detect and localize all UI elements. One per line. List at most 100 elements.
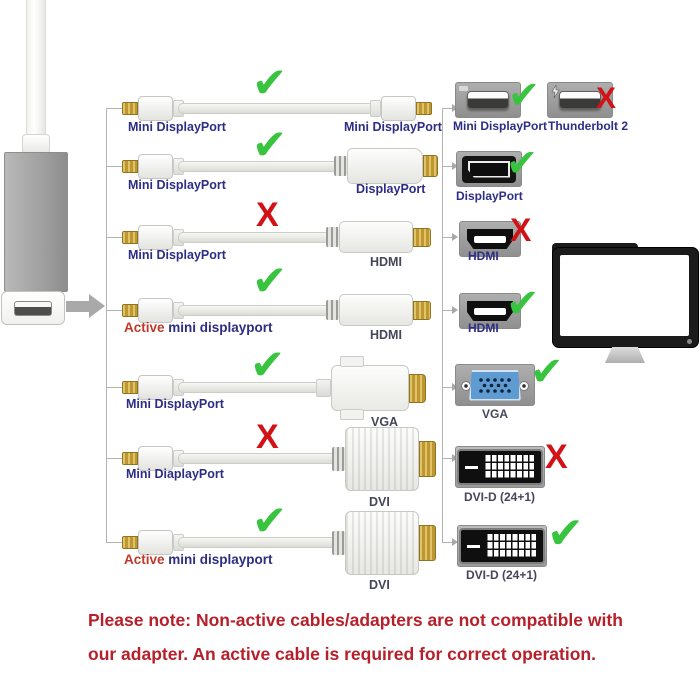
arrow-icon xyxy=(89,294,105,318)
bracket-stub xyxy=(106,310,122,311)
gold-contact xyxy=(423,155,438,177)
port-label: HDMI xyxy=(468,321,499,335)
plug-shell xyxy=(138,530,173,555)
mini-displayport-plug xyxy=(370,96,432,121)
gold-contact xyxy=(122,304,138,317)
port-label: HDMI xyxy=(468,249,499,263)
port-slot xyxy=(474,307,506,315)
cable xyxy=(178,537,336,548)
cable xyxy=(178,382,320,393)
strain-relief xyxy=(332,447,345,471)
hdmi-plug xyxy=(326,294,431,326)
mini-displayport-slot-icon xyxy=(14,300,52,316)
check-icon: ✔ xyxy=(252,256,288,305)
label-text: Mini DisplayPort xyxy=(126,397,224,411)
check-icon: ✔ xyxy=(508,73,540,117)
screw-icon xyxy=(519,381,529,391)
port-label: Mini DisplayPort xyxy=(453,119,548,133)
port-housing xyxy=(467,229,513,249)
label-text: Mini DisplayPort xyxy=(128,248,226,262)
arrow-icon xyxy=(452,162,458,170)
label-text: mini displayport xyxy=(164,320,273,335)
gold-contact xyxy=(122,231,138,244)
port-slot xyxy=(468,160,510,178)
plug-shell xyxy=(331,356,409,420)
label-text: Mini DisplayPort xyxy=(128,120,226,134)
warning-note-line1: Please note: Non-active cables/adapters … xyxy=(88,610,623,630)
gold-contact xyxy=(122,536,138,549)
warning-note-line2: our adapter. An active cable is required… xyxy=(88,644,596,664)
port-label: DisplayPort xyxy=(456,189,523,203)
plug-collar xyxy=(316,379,331,397)
check-icon: ✔ xyxy=(506,281,540,327)
cable xyxy=(178,232,330,243)
bracket-stub xyxy=(106,458,122,459)
dvi-d-port-icon xyxy=(457,525,547,567)
bracket-stub xyxy=(442,108,452,109)
dvi-blade xyxy=(467,544,480,548)
plug-shell xyxy=(345,511,419,575)
mini-displayport-port-icon xyxy=(455,82,521,118)
active-prefix: Active xyxy=(124,552,165,567)
monitor-stand xyxy=(605,347,645,363)
cable-right-label: HDMI xyxy=(370,255,402,269)
cable xyxy=(178,305,330,316)
gold-contact xyxy=(416,102,432,115)
gold-contact xyxy=(419,525,436,561)
dvi-pin-grid xyxy=(485,533,537,559)
port-housing xyxy=(469,369,521,401)
cable-left-label: Active mini displayport xyxy=(124,552,273,567)
cable-left-label: Mini DisplayPort xyxy=(128,120,226,134)
cable-left-label: Active mini displayport xyxy=(124,320,273,335)
bracket-stub xyxy=(106,108,122,109)
port-label: DVI-D (24+1) xyxy=(464,490,536,504)
monitor-power-light xyxy=(687,339,692,344)
cable xyxy=(178,161,338,172)
bracket-stub xyxy=(442,310,452,311)
cable-right-label: DisplayPort xyxy=(356,182,426,196)
plug-shell xyxy=(138,298,173,323)
displayport-port-icon xyxy=(456,151,522,187)
x-icon: X xyxy=(510,212,532,248)
port-slot xyxy=(559,91,601,109)
cable xyxy=(178,103,374,114)
right-bracket-line xyxy=(442,108,443,542)
gold-contact xyxy=(413,300,431,320)
plug-shell xyxy=(138,375,173,400)
hdmi-plug xyxy=(326,221,431,253)
check-icon: ✔ xyxy=(506,141,538,185)
port-label: DVI-D (24+1) xyxy=(466,568,538,582)
check-icon: ✔ xyxy=(252,58,288,107)
bracket-stub xyxy=(442,458,452,459)
bracket-stub xyxy=(442,166,452,167)
cable-left-label: Mini DisplayPort xyxy=(126,397,224,411)
label-text: mini displayport xyxy=(164,552,273,567)
check-icon: ✔ xyxy=(252,496,288,545)
gold-contact xyxy=(122,160,138,173)
displayport-plug xyxy=(334,148,438,184)
label-text: Mini DisplayPort xyxy=(128,178,226,192)
dvi-blade xyxy=(465,465,478,469)
plug-collar xyxy=(370,100,381,117)
mini-displayport-plug xyxy=(122,298,184,323)
active-prefix: Active xyxy=(124,320,165,335)
plug-shell xyxy=(339,294,413,326)
strain-relief xyxy=(334,156,347,176)
port-housing xyxy=(462,155,516,183)
arrow-icon xyxy=(452,233,458,241)
bracket-stub xyxy=(442,542,452,543)
cable xyxy=(178,453,336,464)
bracket-stub xyxy=(106,542,122,543)
thunderbolt-2-port-icon xyxy=(547,82,613,118)
arrow-icon xyxy=(452,538,458,546)
left-bracket-line xyxy=(106,108,107,542)
gold-contact xyxy=(122,452,138,465)
mini-displayport-plug xyxy=(122,225,184,250)
check-icon: ✔ xyxy=(547,508,584,559)
bracket-stub xyxy=(442,387,452,388)
adapter-cable-boot xyxy=(22,134,50,154)
adapter-body xyxy=(4,152,68,292)
port-housing xyxy=(457,449,543,485)
bracket-stub xyxy=(106,166,122,167)
